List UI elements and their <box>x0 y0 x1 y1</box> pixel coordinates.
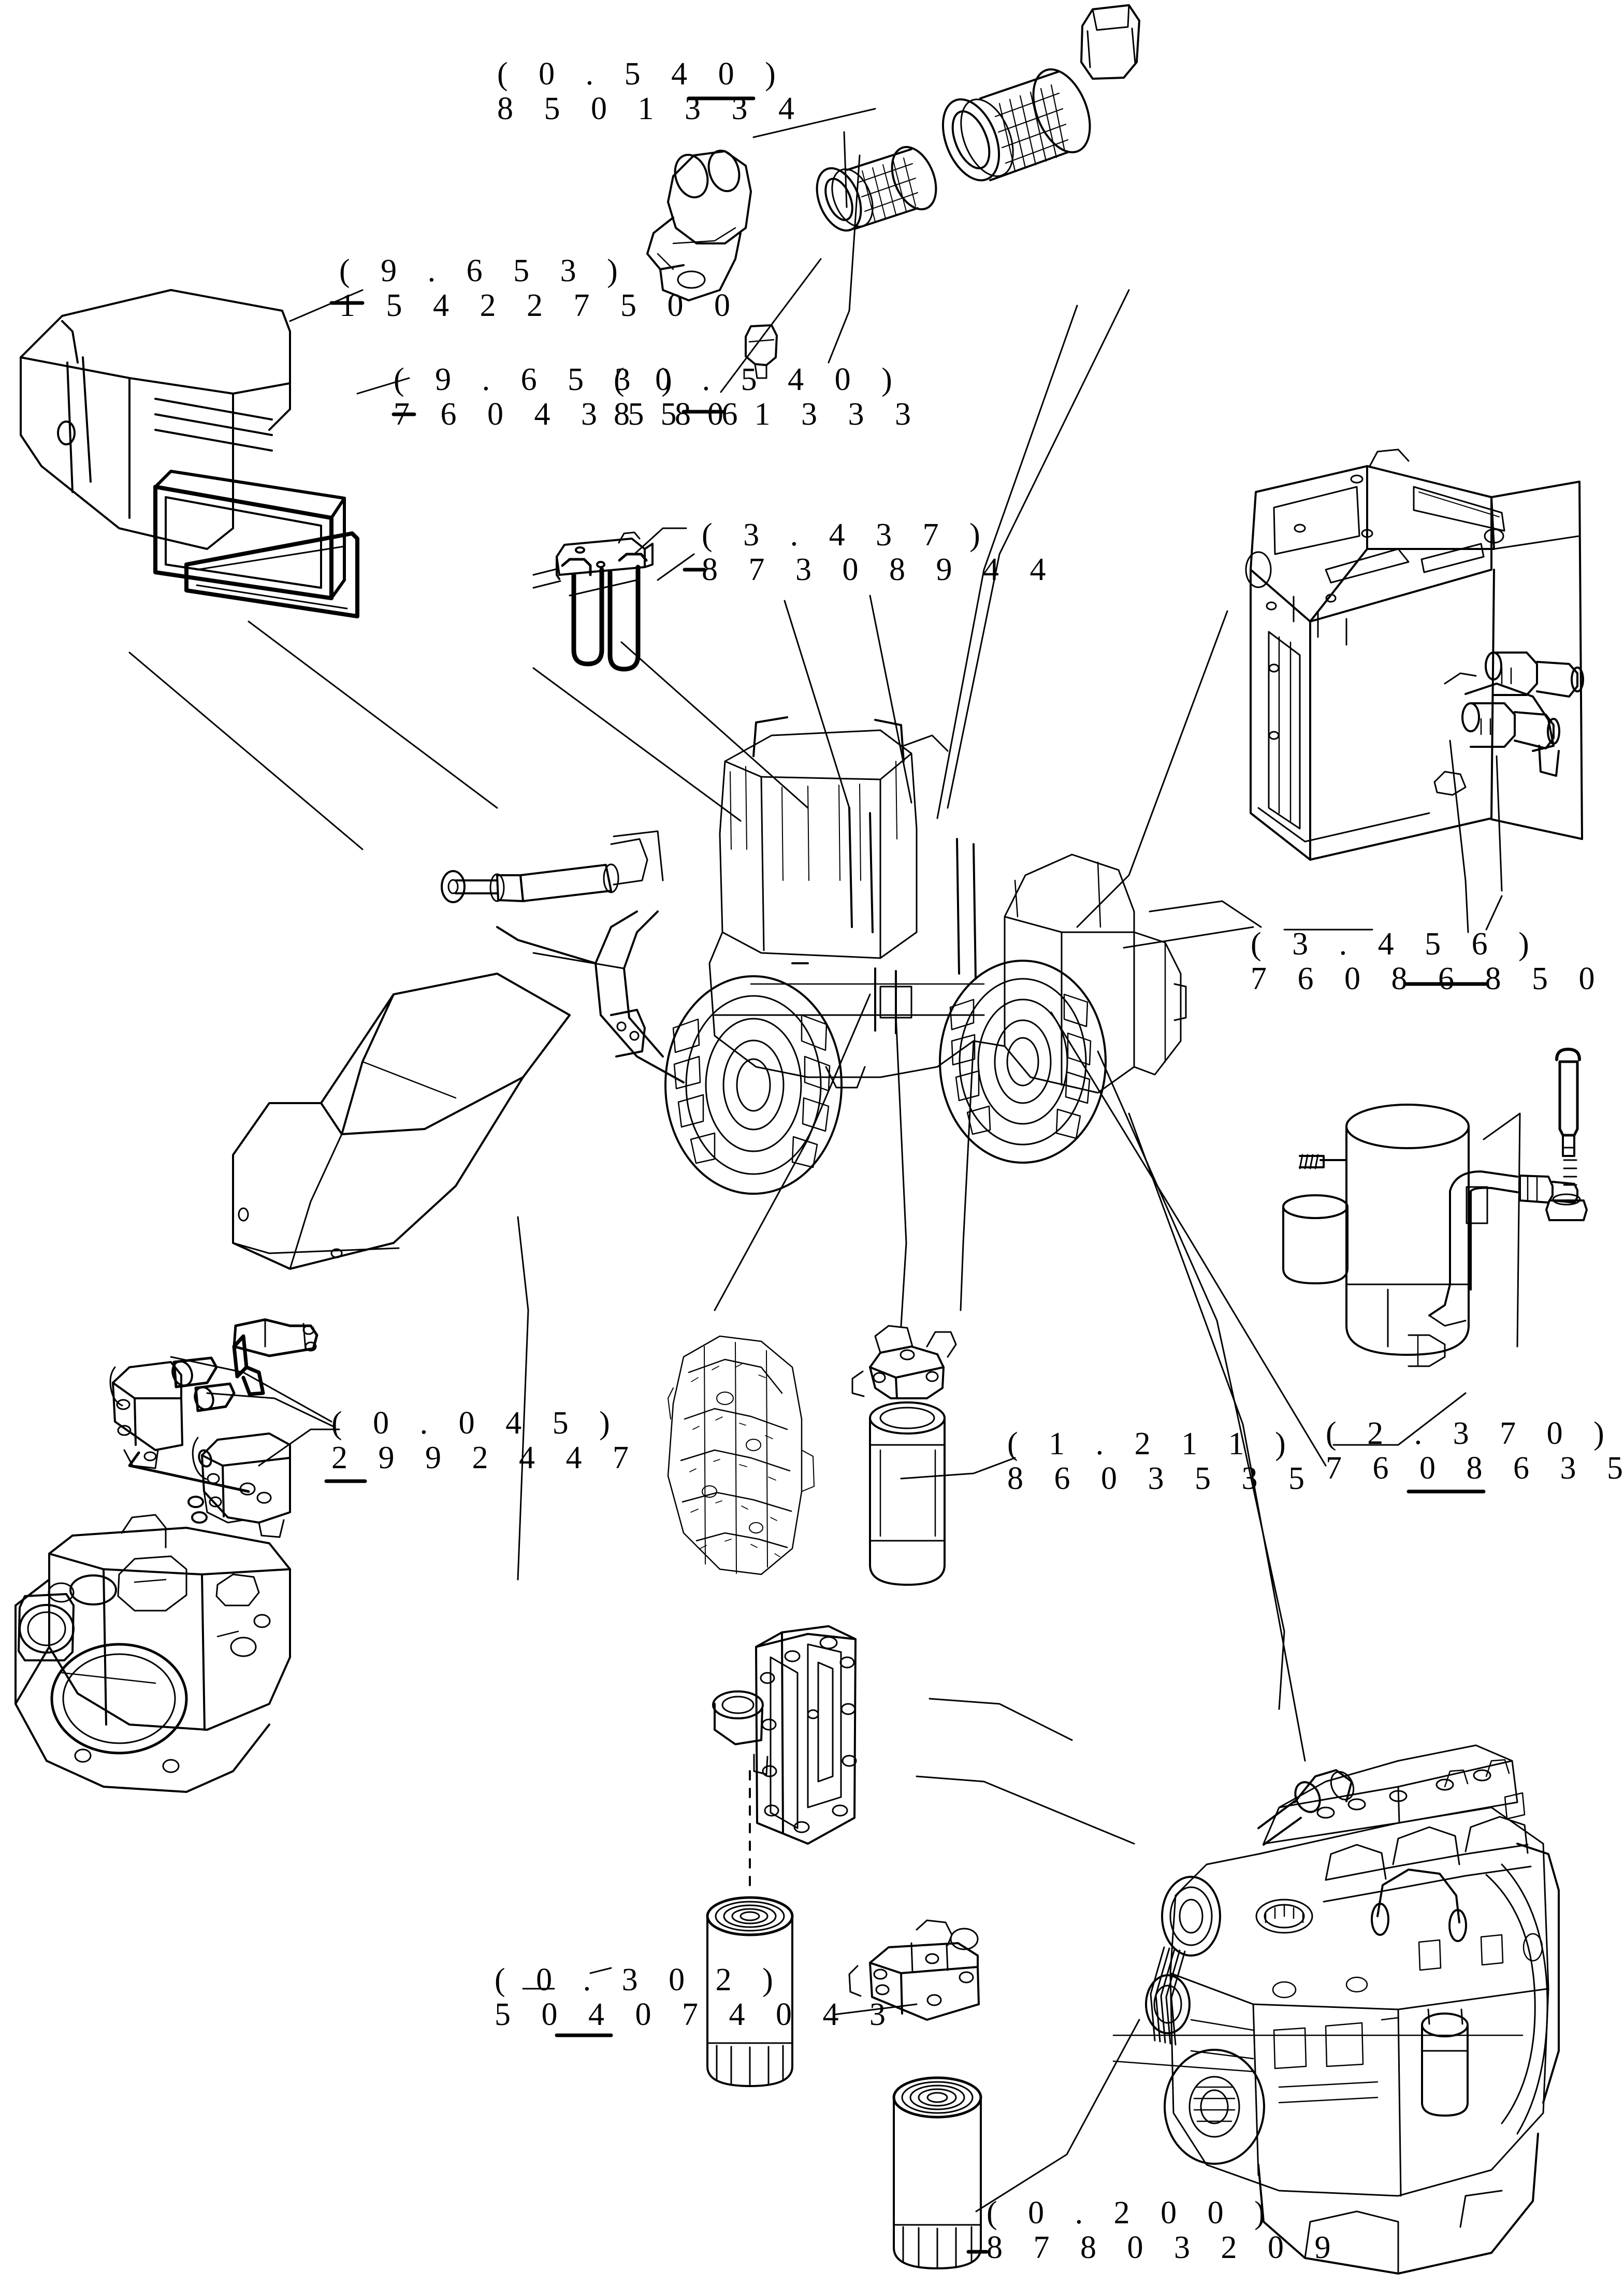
part-number: 7 6 0 8 6 3 5 4 <box>1326 1450 1624 1486</box>
rear-wheel <box>939 960 1107 1164</box>
oil-cooler-housing <box>706 1625 857 2087</box>
callout-fuel-spin-on-filter[interactable]: ( 0 . 2 0 0 ) 8 7 8 0 3 2 0 9 <box>987 2196 1342 2265</box>
part-number: 8 5 0 1 3 3 3 <box>614 396 922 432</box>
air-cleaner-cover <box>1080 4 1140 80</box>
hydraulic-twin-filter-unit <box>532 531 654 672</box>
group-number: ( 3 . 4 3 7 ) <box>702 517 992 553</box>
radiator-cooling-package <box>1245 448 1584 861</box>
group-number: ( 0 . 5 4 0 ) <box>614 362 904 397</box>
part-number-underlines <box>324 96 1488 2254</box>
group-number: ( 0 . 3 0 2 ) <box>495 1962 785 1997</box>
group-number: ( 0 . 5 4 0 ) <box>497 56 787 92</box>
callout-cab-filter-housing[interactable]: ( 9 . 6 5 3 ) 1 5 4 2 2 7 5 0 0 <box>339 254 742 323</box>
leader-lines <box>128 108 1521 2212</box>
callout-transmission-filter-kit[interactable]: ( 0 . 0 4 5 ) 2 9 9 2 4 4 7 <box>331 1406 640 1475</box>
part-number: 5 0 4 0 7 4 0 4 3 <box>495 1996 897 2032</box>
group-number: ( 0 . 0 4 5 ) <box>331 1406 621 1441</box>
callout-hydraulic-twin-filter[interactable]: ( 3 . 4 3 7 ) 8 7 3 0 8 9 4 4 <box>702 518 1057 587</box>
callout-radiator-cooling-package[interactable]: ( 3 . 4 5 6 ) 7 6 0 8 6 8 5 0 <box>1251 927 1606 996</box>
air-cleaner-outer-element <box>941 68 1091 182</box>
group-number: ( 9 . 6 5 3 ) <box>339 253 629 288</box>
air-cleaner-inlet-duct <box>646 149 752 301</box>
fuel-spin-on-filter-unit <box>892 2076 982 2269</box>
air-cleaner-assembly <box>646 4 1140 379</box>
callout-air-cleaner-inner-element[interactable]: ( 0 . 5 4 0 ) 8 5 0 1 3 3 3 <box>614 363 922 432</box>
part-number: 8 7 8 0 3 2 0 9 <box>987 2230 1342 2265</box>
callout-cab-filter-element[interactable]: ( 9 . 6 5 3 ) 7 6 0 4 3 5 8 6 <box>394 363 749 432</box>
group-number: ( 1 . 2 1 1 ) <box>1007 1426 1297 1461</box>
callout-air-dryer-cartridge[interactable]: ( 2 . 3 7 0 ) 7 6 0 8 6 3 5 4 <box>1326 1416 1624 1486</box>
air-dryer-tank <box>1282 1048 1588 1367</box>
part-number: 2 9 9 2 4 4 7 <box>331 1440 640 1475</box>
part-number: 7 6 0 4 3 5 8 6 <box>394 396 749 432</box>
part-number: 8 7 3 0 8 9 4 4 <box>702 552 1057 587</box>
transmission-assembly <box>15 1318 318 1793</box>
engine-oil-filter-canister <box>706 1896 794 2087</box>
air-cleaner-plug <box>745 324 778 379</box>
group-number: ( 9 . 6 5 3 ) <box>394 362 684 397</box>
part-number: 7 6 0 8 6 8 5 0 <box>1251 961 1606 996</box>
group-number: ( 0 . 2 0 0 ) <box>987 2195 1277 2231</box>
wheel-loader-machine <box>232 716 1187 1270</box>
part-number: 1 5 4 2 2 7 5 0 0 <box>339 287 742 323</box>
fuel-pump-block <box>848 1919 980 2021</box>
part-number: 8 6 0 3 5 3 5 <box>1007 1460 1316 1496</box>
front-wheel <box>664 975 843 1195</box>
diesel-engine <box>1112 1744 1560 2275</box>
cab-air-filter-assembly <box>20 289 359 618</box>
callout-engine-oil-filter[interactable]: ( 0 . 3 0 2 ) 5 0 4 0 7 4 0 4 3 <box>495 1963 897 2032</box>
group-number: ( 2 . 3 7 0 ) <box>1326 1416 1616 1451</box>
fuel-filter-unit <box>851 1325 957 1586</box>
callout-fuel-filter-element[interactable]: ( 1 . 2 1 1 ) 8 6 0 3 5 3 5 <box>1007 1427 1316 1496</box>
radiator-outlets <box>1461 652 1584 777</box>
part-number: 8 5 0 1 3 3 4 <box>497 91 806 126</box>
callout-air-cleaner-outer-element[interactable]: ( 0 . 5 4 0 ) 8 5 0 1 3 3 4 <box>497 57 806 126</box>
air-cleaner-inner-element <box>816 146 937 232</box>
group-number: ( 3 . 4 5 6 ) <box>1251 927 1541 962</box>
engine-block-small <box>667 1335 815 1575</box>
